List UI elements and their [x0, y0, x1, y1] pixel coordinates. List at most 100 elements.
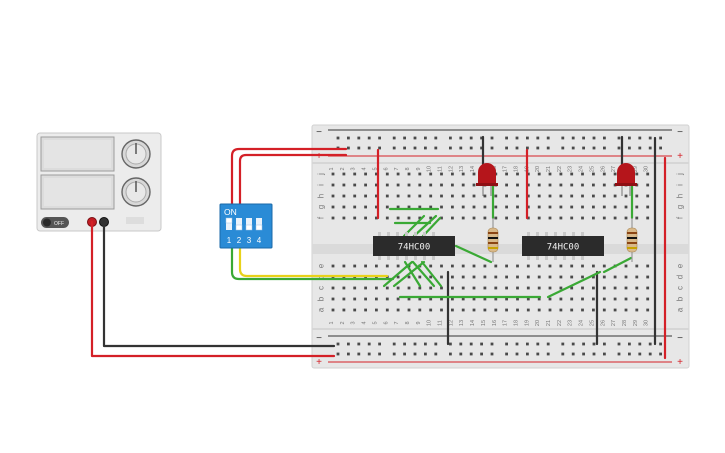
- hole-top-r2-c1[interactable]: [331, 194, 335, 198]
- hole-bottom-r0-c28[interactable]: [624, 264, 628, 268]
- hole-top-r0-c17[interactable]: [505, 172, 508, 176]
- hole-rail0-5-4[interactable]: [659, 136, 662, 140]
- hole-top-r1-c19[interactable]: [526, 183, 530, 187]
- hole-rail3-5-1[interactable]: [628, 352, 631, 356]
- hole-bottom-r3-c24[interactable]: [581, 297, 584, 301]
- hole-rail3-2-0[interactable]: [449, 352, 452, 356]
- hole-bottom-r0-c19[interactable]: [526, 264, 530, 268]
- hole-top-r0-c21[interactable]: [548, 172, 552, 176]
- hole-top-r3-c27[interactable]: [613, 205, 617, 209]
- hole-bottom-r3-c8[interactable]: [407, 297, 411, 301]
- hole-top-r3-c3[interactable]: [353, 205, 357, 209]
- hole-top-r3-c8[interactable]: [407, 205, 411, 209]
- hole-bottom-r2-c19[interactable]: [526, 286, 530, 290]
- hole-top-r4-c1[interactable]: [331, 216, 335, 220]
- hole-top-r1-c22[interactable]: [559, 183, 563, 187]
- hole-rail2-4-0[interactable]: [561, 342, 565, 346]
- hole-top-r2-c24[interactable]: [581, 194, 584, 198]
- hole-top-r1-c23[interactable]: [570, 183, 574, 187]
- dip-toggle-4[interactable]: [256, 218, 262, 230]
- hole-top-r4-c8[interactable]: [407, 216, 411, 220]
- hole-rail0-1-0[interactable]: [392, 136, 396, 140]
- hole-rail0-4-1[interactable]: [571, 136, 575, 140]
- hole-rail1-0-4[interactable]: [378, 146, 381, 150]
- hole-rail3-2-4[interactable]: [490, 352, 494, 356]
- hole-rail1-1-0[interactable]: [392, 146, 396, 150]
- hole-rail2-1-2[interactable]: [413, 342, 417, 346]
- hole-rail3-3-4[interactable]: [546, 352, 550, 356]
- hole-bottom-r4-c3[interactable]: [353, 308, 357, 312]
- hole-rail3-2-2[interactable]: [469, 352, 473, 356]
- hole-rail2-5-2[interactable]: [638, 342, 642, 346]
- resistor-1[interactable]: [487, 218, 499, 262]
- hole-top-r2-c4[interactable]: [364, 194, 367, 198]
- hole-rail3-5-2[interactable]: [638, 352, 642, 356]
- hole-bottom-r1-c18[interactable]: [516, 275, 519, 279]
- hole-top-r3-c15[interactable]: [483, 205, 487, 209]
- hole-bottom-r1-c29[interactable]: [635, 275, 639, 279]
- hole-top-r2-c17[interactable]: [505, 194, 508, 198]
- hole-top-r3-c21[interactable]: [548, 205, 552, 209]
- hole-top-r4-c4[interactable]: [364, 216, 367, 220]
- hole-bottom-r4-c16[interactable]: [494, 308, 498, 312]
- hole-top-r3-c13[interactable]: [461, 205, 465, 209]
- hole-bottom-r4-c17[interactable]: [505, 308, 508, 312]
- hole-bottom-r3-c9[interactable]: [418, 297, 422, 301]
- hole-rail2-0-1[interactable]: [347, 342, 350, 346]
- hole-bottom-r1-c23[interactable]: [570, 275, 574, 279]
- hole-rail1-2-2[interactable]: [469, 146, 473, 150]
- hole-rail2-1-3[interactable]: [424, 342, 427, 346]
- hole-bottom-r3-c20[interactable]: [537, 297, 541, 301]
- hole-rail2-5-1[interactable]: [628, 342, 631, 346]
- hole-rail1-5-3[interactable]: [648, 146, 652, 150]
- hole-bottom-r4-c14[interactable]: [472, 308, 476, 312]
- hole-bottom-r3-c1[interactable]: [331, 297, 335, 301]
- hole-top-r3-c12[interactable]: [451, 205, 454, 209]
- hole-rail0-4-0[interactable]: [561, 136, 565, 140]
- hole-bottom-r4-c8[interactable]: [407, 308, 411, 312]
- hole-top-r3-c19[interactable]: [526, 205, 530, 209]
- hole-bottom-r2-c18[interactable]: [516, 286, 519, 290]
- hole-bottom-r4-c10[interactable]: [429, 308, 433, 312]
- hole-top-r0-c8[interactable]: [407, 172, 411, 176]
- hole-rail3-1-2[interactable]: [413, 352, 417, 356]
- hole-top-r1-c30[interactable]: [646, 183, 650, 187]
- hole-top-r2-c10[interactable]: [429, 194, 433, 198]
- hole-top-r1-c8[interactable]: [407, 183, 411, 187]
- hole-bottom-r0-c24[interactable]: [581, 264, 584, 268]
- hole-top-r2-c29[interactable]: [635, 194, 639, 198]
- hole-bottom-r2-c22[interactable]: [559, 286, 563, 290]
- hole-bottom-r2-c30[interactable]: [646, 286, 650, 290]
- hole-bottom-r4-c26[interactable]: [602, 308, 606, 312]
- hole-rail3-5-4[interactable]: [659, 352, 662, 356]
- hole-top-r3-c24[interactable]: [581, 205, 584, 209]
- hole-bottom-r0-c15[interactable]: [483, 264, 487, 268]
- hole-top-r0-c2[interactable]: [342, 172, 346, 176]
- resistor-2[interactable]: [626, 218, 638, 262]
- hole-rail1-1-4[interactable]: [434, 146, 438, 150]
- hole-rail2-5-3[interactable]: [648, 342, 652, 346]
- hole-bottom-r3-c28[interactable]: [624, 297, 628, 301]
- hole-bottom-r0-c13[interactable]: [461, 264, 465, 268]
- hole-top-r1-c24[interactable]: [581, 183, 584, 187]
- hole-top-r2-c21[interactable]: [548, 194, 552, 198]
- hole-rail1-5-0[interactable]: [617, 146, 621, 150]
- hole-top-r0-c22[interactable]: [559, 172, 563, 176]
- hole-rail1-4-4[interactable]: [603, 146, 606, 150]
- power-supply[interactable]: OFF: [36, 132, 162, 232]
- hole-top-r1-c3[interactable]: [353, 183, 357, 187]
- hole-bottom-r0-c21[interactable]: [548, 264, 552, 268]
- hole-rail2-2-1[interactable]: [459, 342, 463, 346]
- hole-top-r4-c20[interactable]: [537, 216, 541, 220]
- hole-bottom-r4-c1[interactable]: [331, 308, 335, 312]
- hole-top-r3-c6[interactable]: [385, 205, 389, 209]
- hole-rail2-3-0[interactable]: [505, 342, 508, 346]
- hole-bottom-r3-c30[interactable]: [646, 297, 650, 301]
- hole-rail1-4-3[interactable]: [592, 146, 596, 150]
- hole-top-r4-c6[interactable]: [385, 216, 389, 220]
- hole-bottom-r4-c19[interactable]: [526, 308, 530, 312]
- hole-bottom-r4-c4[interactable]: [364, 308, 367, 312]
- hole-rail1-2-4[interactable]: [490, 146, 494, 150]
- hole-rail3-1-3[interactable]: [424, 352, 427, 356]
- hole-top-r2-c3[interactable]: [353, 194, 357, 198]
